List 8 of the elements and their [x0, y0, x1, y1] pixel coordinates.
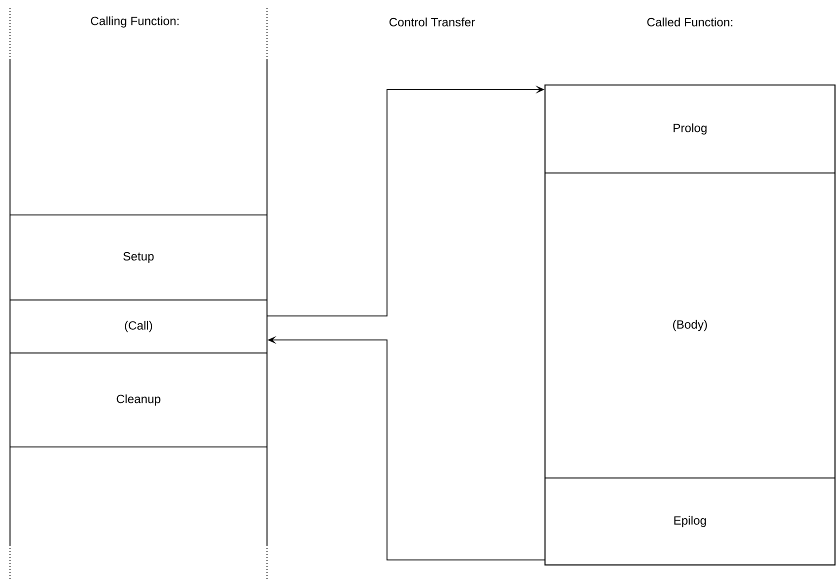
stack-section: Setup: [10, 214, 268, 300]
code-section: Prolog: [544, 84, 836, 174]
code-section: (Body): [544, 172, 836, 478]
stack-section: Cleanup: [10, 352, 268, 448]
stack-section: (Call): [10, 300, 268, 354]
code-section: Epilog: [544, 478, 836, 566]
node-label: Called Function:: [647, 18, 732, 26]
column-heading: Control Transfer: [390, 18, 475, 26]
